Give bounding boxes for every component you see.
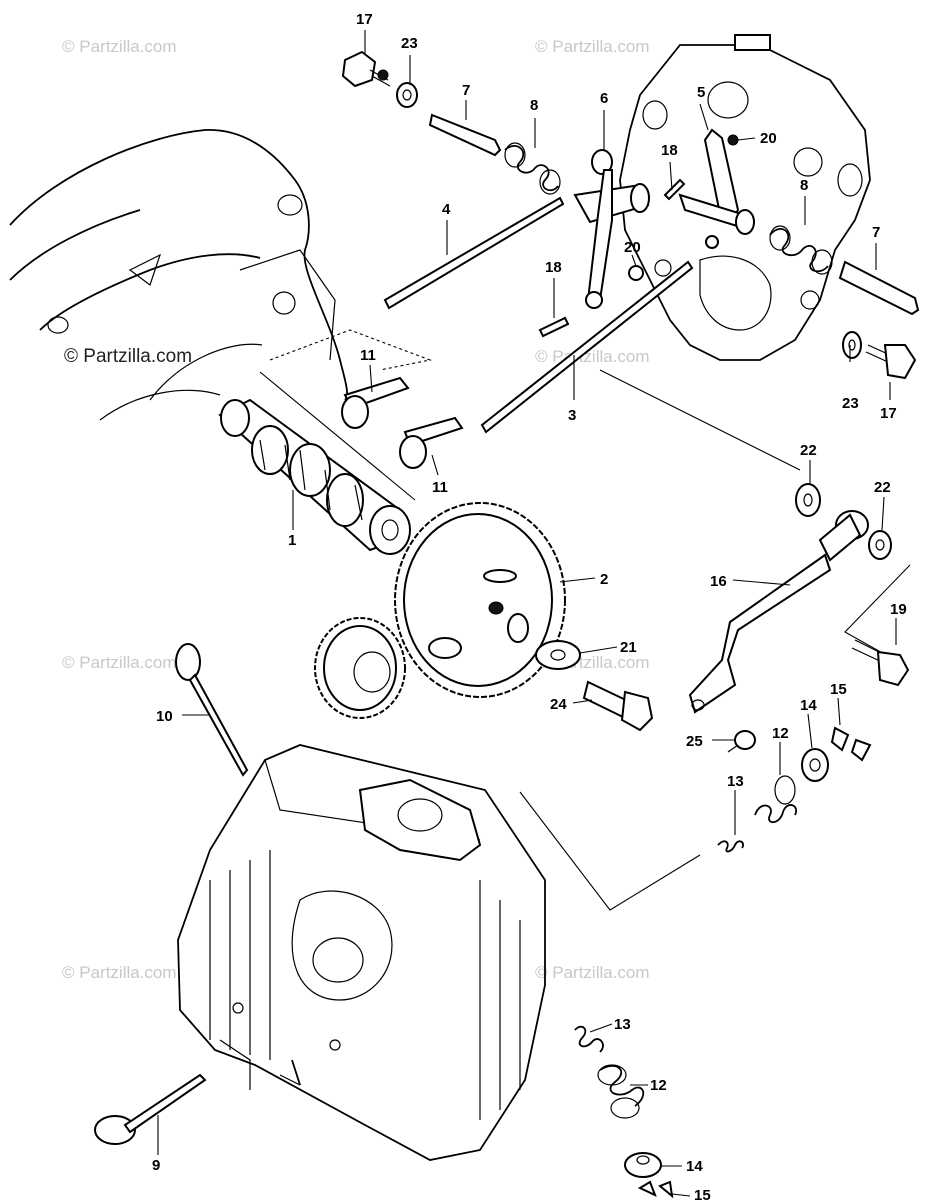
- label-part-15: 15: [694, 1187, 711, 1200]
- guide-line: [269, 329, 432, 371]
- label-part-2: 2: [600, 571, 608, 588]
- washer-22: [795, 483, 821, 517]
- watermark: © Partzilla.com: [535, 347, 650, 366]
- rocker-arm-6: [573, 149, 650, 309]
- label-part-14: 14: [686, 1158, 703, 1175]
- valve-10: [175, 643, 249, 777]
- label-part-18: 18: [545, 259, 562, 276]
- label-part-11: 11: [360, 347, 376, 364]
- sprocket-gear: [314, 617, 406, 719]
- pin-18: [663, 178, 686, 201]
- label-part-8: 8: [530, 97, 538, 114]
- bolt-19: [851, 639, 910, 687]
- guide-line: [519, 791, 701, 911]
- retainer-14: [801, 748, 829, 782]
- label-part-23: 23: [842, 395, 859, 412]
- lever-16: [688, 510, 869, 714]
- label-part-17: 17: [356, 11, 373, 28]
- push-rod-3: [480, 260, 694, 434]
- tappet-11: [399, 416, 464, 469]
- label-part-10: 10: [156, 708, 173, 725]
- label-part-21: 21: [620, 639, 637, 656]
- label-part-12: 12: [650, 1077, 667, 1094]
- nut-20: [727, 134, 739, 146]
- label-part-6: 6: [600, 90, 608, 107]
- pin-7: [838, 260, 920, 316]
- label-part-20: 20: [624, 239, 641, 256]
- spring-13: [717, 840, 744, 853]
- bolt-24: [582, 680, 654, 732]
- washer-21: [535, 640, 581, 670]
- label-part-8: 8: [800, 177, 808, 194]
- cotter-15: [830, 726, 850, 752]
- watermark: © Partzilla.com: [62, 963, 177, 982]
- label-part-13: 13: [614, 1016, 631, 1033]
- label-part-25: 25: [686, 733, 703, 750]
- spring-12: [754, 775, 797, 824]
- label-part-16: 16: [710, 573, 727, 590]
- label-part-3: 3: [568, 407, 576, 424]
- label-part-11: 11: [432, 479, 448, 496]
- rocker-arm-5: [678, 128, 755, 249]
- crankcase-cover: [9, 129, 348, 421]
- label-part-17: 17: [880, 405, 897, 422]
- label-part-22: 22: [800, 442, 817, 459]
- washer-23: [842, 331, 862, 359]
- label-part-12: 12: [772, 725, 789, 742]
- label-part-14: 14: [800, 697, 817, 714]
- retainer-14: [624, 1152, 662, 1178]
- label-part-7: 7: [462, 82, 470, 99]
- leader-lines: [157, 30, 897, 1197]
- label-part-20: 20: [760, 130, 777, 147]
- label-part-9: 9: [152, 1157, 160, 1174]
- watermark: © Partzilla.com: [535, 963, 650, 982]
- label-part-4: 4: [442, 201, 451, 218]
- screw-25: [727, 730, 756, 753]
- label-part-18: 18: [661, 142, 678, 159]
- spring-13: [574, 1025, 604, 1053]
- tappet-11: [341, 376, 410, 429]
- watermark: © Partzilla.com: [64, 346, 192, 367]
- bolt-17: [865, 344, 917, 380]
- nut-20: [628, 265, 644, 281]
- label-part-24: 24: [550, 696, 567, 713]
- cotter-15: [850, 738, 872, 762]
- watermark: © Partzilla.com: [62, 653, 177, 672]
- washer-23: [396, 82, 418, 108]
- cylinder-head-top: [619, 34, 871, 361]
- label-part-7: 7: [872, 224, 880, 241]
- label-part-5: 5: [697, 84, 705, 101]
- push-rod-4: [383, 196, 565, 310]
- part-labels: 17 23 7 8 6 5 20 18 8 7 4 20 18 11 3 23 …: [152, 11, 907, 1200]
- guide-line: [259, 371, 416, 501]
- cam-gear-2: [394, 502, 566, 698]
- label-part-19: 19: [890, 601, 907, 618]
- spring-8: [504, 142, 561, 195]
- valve-9: [94, 1073, 207, 1145]
- spring-12: [597, 1064, 645, 1119]
- bolt-17: [341, 50, 391, 88]
- spring-8: [769, 225, 833, 275]
- cylinder-head: [177, 744, 546, 1161]
- label-part-23: 23: [401, 35, 418, 52]
- camshaft-1: [218, 398, 411, 555]
- guide-line: [599, 369, 801, 471]
- watermark: © Partzilla.com: [535, 37, 650, 56]
- label-part-22: 22: [874, 479, 891, 496]
- washer-22: [868, 530, 892, 560]
- label-part-1: 1: [288, 532, 296, 549]
- pin-18: [538, 316, 570, 338]
- cotter-15: [658, 1180, 674, 1199]
- cotter-15: [637, 1180, 657, 1197]
- label-part-13: 13: [727, 773, 744, 790]
- guide-line: [844, 564, 911, 661]
- watermark: © Partzilla.com: [62, 37, 177, 56]
- pin-7: [428, 113, 502, 157]
- label-part-15: 15: [830, 681, 847, 698]
